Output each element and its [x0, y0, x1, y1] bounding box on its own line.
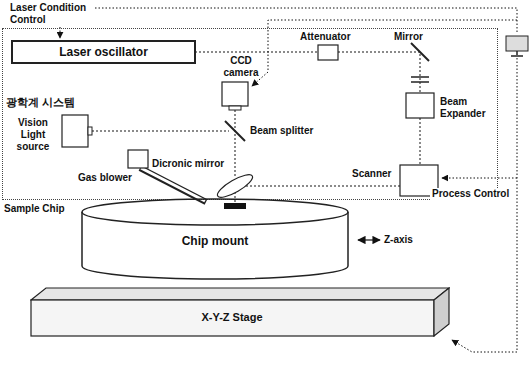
control-label: Laser Condition Control — [10, 2, 102, 26]
mirror-symbol — [411, 43, 429, 61]
part-label: Gas blower — [78, 172, 132, 184]
camera-lens — [229, 106, 241, 110]
node-text: 광학계 시스템 — [6, 95, 75, 110]
part-label: Dicronic mirror — [152, 158, 224, 170]
gas-nozzle-bore — [141, 168, 205, 201]
laser-box: Laser oscillator — [11, 40, 196, 64]
optic-plate — [411, 76, 429, 78]
beam-splitter-symbol — [225, 121, 245, 141]
part-label: Attenuator — [300, 31, 351, 43]
control-line — [442, 178, 517, 179]
gas-blower-symbol — [128, 150, 148, 168]
cylinder-top — [82, 199, 348, 225]
part-label: Vision Light source — [6, 117, 60, 153]
chip-mount-cylinder: Chip mount — [80, 198, 350, 282]
light-source-symbol — [62, 115, 88, 147]
light-lens — [88, 127, 92, 135]
computer-stand — [516, 51, 518, 55]
vision-beam — [92, 130, 229, 132]
laser-beam — [235, 185, 400, 187]
node-text: X-Y-Z Stage — [30, 311, 434, 323]
stage-side — [434, 288, 449, 336]
control-label: Process Control — [430, 188, 511, 200]
part-label: Mirror — [394, 31, 423, 43]
part-label: Beam Expander — [440, 96, 494, 120]
part-label: Sample Chip — [4, 203, 65, 215]
stage-box: X-Y-Z Stage — [30, 287, 450, 337]
stage-top — [31, 288, 449, 300]
control-line — [252, 20, 517, 86]
attenuator-symbol — [318, 45, 338, 60]
optic-plate — [411, 81, 429, 83]
gas-nozzle — [140, 168, 206, 202]
dichroic-mirror-symbol — [215, 171, 256, 201]
system-enclosure: 광학계 시스템 Laser oscillator — [2, 28, 498, 200]
part-label: Beam splitter — [250, 125, 313, 137]
sample-chip — [224, 203, 246, 209]
beam-expander-symbol — [406, 93, 434, 118]
computer-icon — [506, 36, 528, 51]
computer-base — [511, 55, 523, 57]
z-axis-arrow — [358, 239, 380, 240]
vision-beam — [234, 110, 236, 178]
control-line — [95, 8, 517, 34]
part-label: CCD camera — [218, 55, 264, 79]
laser-beam — [195, 51, 318, 53]
ccd-camera-symbol — [222, 82, 248, 106]
axis-label: Z-axis — [384, 234, 413, 246]
laser-beam — [338, 52, 420, 93]
node-text: Chip mount — [80, 234, 350, 248]
part-label: Scanner — [352, 168, 391, 180]
laser-beam — [419, 118, 421, 165]
node-text: Laser oscillator — [59, 45, 148, 59]
stage-front — [31, 300, 434, 336]
